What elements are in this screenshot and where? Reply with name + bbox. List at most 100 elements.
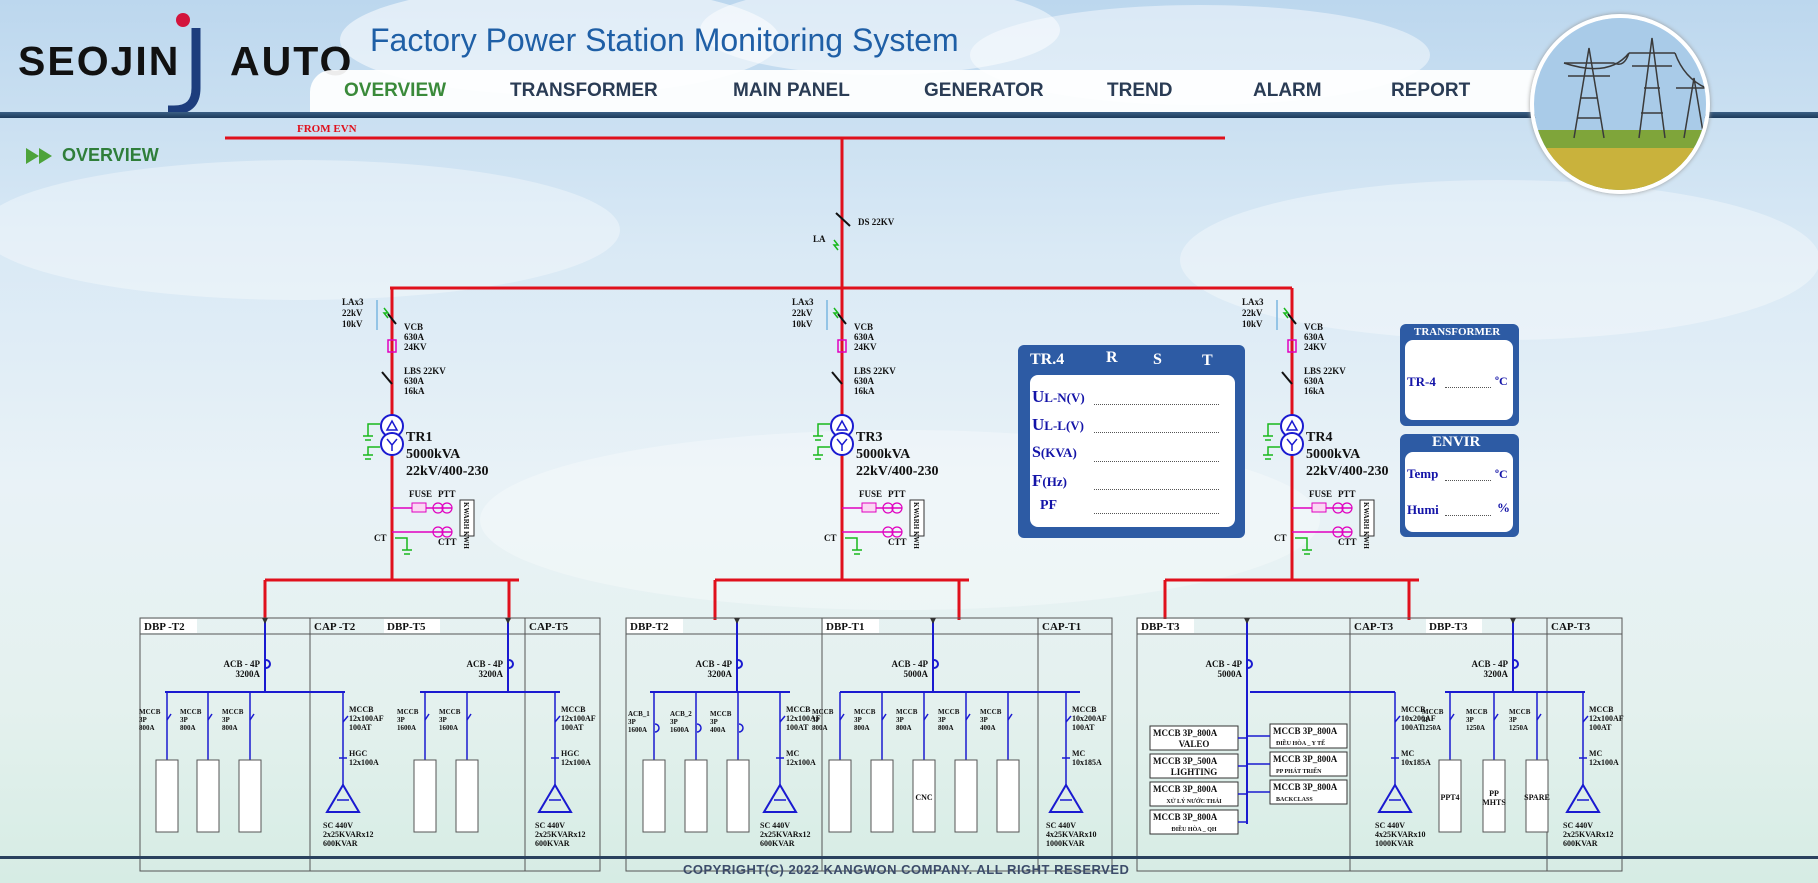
cap1-sub-label-1: 12x100A	[349, 758, 379, 767]
humi-value	[1445, 514, 1491, 516]
pp-mhts-label-0: PP	[1489, 789, 1499, 798]
vcb-fuse	[387, 339, 397, 353]
ground-icon-2	[363, 446, 380, 460]
load-b0-label-2: 1600A	[628, 726, 647, 734]
nav-main-panel[interactable]: MAIN PANEL	[733, 80, 850, 101]
ptt-label: PTT	[1338, 489, 1356, 499]
load-10-label-0: MCCB	[980, 708, 1002, 716]
cap6-sc-label-0: SC 440V	[1563, 821, 1593, 830]
fuse-icon	[1311, 502, 1327, 513]
col-r: R	[1106, 349, 1118, 366]
cap6-sub-label-0: MC	[1589, 749, 1603, 758]
ct-ground-icon	[1295, 537, 1312, 555]
cap2-sc-label-2: 600KVAR	[535, 839, 570, 848]
load-4-label-2: 1600A	[397, 724, 416, 732]
transformer-rating: 5000kVA	[856, 447, 911, 462]
row-pf-value	[1094, 512, 1219, 514]
load-2-breaker	[207, 713, 213, 721]
load-8-label-2: 800A	[896, 724, 912, 732]
cap6-mccb-label-2: 100AT	[1589, 723, 1612, 732]
vcb-label-1: 630A	[1304, 332, 1325, 342]
fuse-label: FUSE	[1309, 489, 1332, 499]
ctt-coil-2	[891, 526, 903, 538]
kwh-meter	[909, 499, 925, 537]
delta-icon	[385, 419, 399, 431]
nav-trend[interactable]: TREND	[1107, 80, 1173, 101]
nav-report[interactable]: REPORT	[1391, 80, 1471, 101]
cap1-mccb-label-0: MCCB	[349, 705, 374, 714]
cap3-mccb-label-0: MCCB	[786, 705, 811, 714]
load-b2-box	[726, 759, 750, 833]
section-label: DBP-T3	[1429, 621, 1468, 633]
load-11-label-0: MCCB	[1422, 708, 1444, 716]
cap4-breaker	[1065, 715, 1072, 723]
cap2-capacitor-icon	[537, 783, 573, 813]
load-1-breaker	[166, 713, 172, 721]
load-13-breaker	[1536, 713, 1542, 721]
lax3-label-2: 10kV	[342, 319, 363, 329]
nav-alarm[interactable]: ALARM	[1253, 80, 1322, 101]
load-b1-label-0: ACB_2	[670, 710, 692, 718]
double-arrow-icon	[26, 147, 52, 164]
cap5-breaker	[1394, 715, 1401, 723]
load-11-label-1: 3P	[1422, 716, 1431, 724]
cap3-sc-label-1: 2x25KVARx12	[760, 830, 811, 839]
acb-arrow-icon	[505, 618, 511, 624]
section-label: DBP-T3	[1141, 621, 1180, 633]
mccb-box-left-2-name: XỬ LÝ NƯỚC THẢI	[1166, 797, 1222, 805]
load-2-box	[196, 759, 220, 833]
cap1-sc-label-1: 2x25KVARx12	[323, 830, 374, 839]
row-ull: UL-L(V)	[1032, 415, 1084, 434]
cap5-sc-label-1: 4x25KVARx10	[1375, 830, 1426, 839]
lightning-icon	[382, 307, 390, 319]
nav-generator[interactable]: GENERATOR	[924, 80, 1044, 101]
row-uln: UL-N(V)	[1032, 387, 1085, 406]
loads-dbp-t3-b: MCCB3P1250APPT4MCCB3P1250AMCCB3P1250ASPA…	[1422, 692, 1550, 833]
vcb-switch	[837, 313, 847, 325]
cap2-breaker	[554, 715, 561, 723]
cap1-breaker	[342, 715, 349, 723]
kwh-meter-label: KWARH KWH	[1362, 502, 1370, 549]
load-9-breaker	[965, 713, 971, 721]
row-uln-value	[1094, 403, 1219, 405]
mccb-box-left-3-rating: MCCB 3P_800A	[1153, 812, 1218, 822]
cap5-sub-label-0: MC	[1401, 749, 1415, 758]
section-label: DBP-T1	[826, 621, 865, 633]
load-9-label-2: 800A	[938, 724, 954, 732]
transformer-name: TR3	[856, 430, 882, 445]
tr4-title: TR.4	[1030, 351, 1065, 368]
delta-icon	[835, 419, 849, 431]
load-12-label-0: MCCB	[1466, 708, 1488, 716]
mccb-box-right-2-rating: MCCB 3P_800A	[1273, 782, 1338, 792]
acb-label: ACB - 4P	[1206, 659, 1243, 669]
mccb-box-right-0-name: ĐIỀU HÒA _ Y TẾ	[1276, 739, 1325, 747]
load-b2-label-1: 3P	[710, 718, 719, 726]
transformer-rating: 5000kVA	[1306, 447, 1361, 462]
from-evn-label: FROM EVN	[297, 123, 357, 135]
lax3-label-0: LAx3	[792, 297, 814, 307]
nav-overview[interactable]: OVERVIEW	[344, 80, 447, 101]
lax3-label-2: 10kV	[1242, 319, 1263, 329]
ct-ground-icon	[845, 537, 862, 555]
ctt-coil-2	[441, 526, 453, 538]
mccb-box-right-0-rating: MCCB 3P_800A	[1273, 726, 1338, 736]
tr4-temp-unit: ºC	[1495, 374, 1508, 388]
fuse-icon	[411, 502, 427, 513]
lax3-label-0: LAx3	[1242, 297, 1264, 307]
load-6-label-0: MCCB	[812, 708, 834, 716]
tr4-temp-label: TR-4	[1407, 374, 1436, 389]
ptt-coil-1	[432, 502, 444, 514]
load-1-label-1: 3P	[139, 716, 148, 724]
copyright: COPYRIGHT(C) 2022 KANGWON COMPANY. ALL R…	[683, 862, 1130, 877]
load-2-label-2: 800A	[180, 724, 196, 732]
load-11-name: PPT4	[1440, 793, 1459, 802]
nav-transformer[interactable]: TRANSFORMER	[510, 80, 658, 101]
